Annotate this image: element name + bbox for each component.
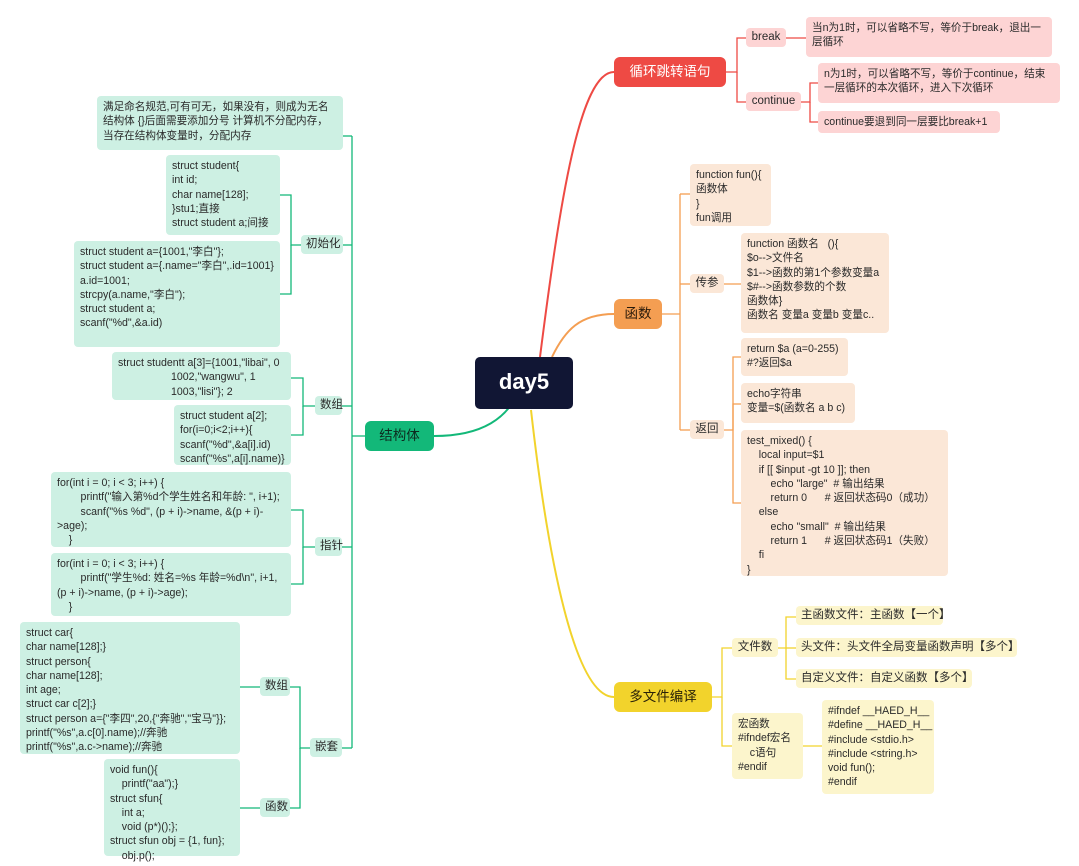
struct-nested-label[interactable]: 嵌套 (310, 738, 342, 757)
link-center-multi (530, 409, 615, 698)
loop-break-label[interactable]: break (746, 28, 786, 47)
link-center-func (551, 313, 615, 358)
func-definition-code[interactable]: function fun(){ 函数体 } fun调用 (690, 164, 771, 226)
nested-func-code[interactable]: void fun(){ printf("aa");} struct sfun{ … (104, 759, 240, 862)
central-topic[interactable]: day5 (475, 357, 573, 409)
loop-continue-note[interactable]: n为1时，可以省略不写，等价于continue，结束一层循环的本次循环，进入下次… (818, 63, 1060, 103)
multi-macro-code[interactable]: #ifndef __HAED_H__ #define __HAED_H__ #i… (822, 700, 934, 794)
link-center-loop (539, 71, 615, 358)
struct-pointer-output-code[interactable]: for(int i = 0; i < 3; i++) { printf("学生%… (51, 553, 291, 616)
nested-array-code[interactable]: struct car{ char name[128];} struct pers… (20, 622, 240, 754)
struct-pointer-input-code[interactable]: for(int i = 0; i < 3; i++) { printf("输入第… (51, 472, 291, 547)
struct-init-direct-code[interactable]: struct student{ int id; char name[128]; … (166, 155, 280, 235)
func-params-label[interactable]: 传参 (690, 274, 724, 293)
multi-header-file[interactable]: 头文件：头文件全局变量函数声明【多个】 (796, 638, 1020, 657)
func-return-echo-code[interactable]: echo字符串 变量=$(函数名 a b c) (741, 383, 855, 423)
branch-struct[interactable]: 结构体 (365, 421, 434, 451)
func-return-mixed-code[interactable]: test_mixed() { local input=$1 if [[ $inp… (741, 430, 948, 576)
func-return-label[interactable]: 返回 (690, 420, 724, 439)
struct-init-assign-code[interactable]: struct student a={1001,"李白"}; struct stu… (74, 241, 280, 347)
func-params-code[interactable]: function 函数名 (){ $o-->文件名 $1-->函数的第1个参数变… (741, 233, 889, 333)
func-return-status-code[interactable]: return $a (a=0-255) #?返回$a (741, 338, 848, 376)
loop-continue-label[interactable]: continue (746, 92, 801, 111)
struct-array-init-code[interactable]: struct studentt a[3]={1001,"libai", 0 10… (112, 352, 291, 400)
multi-files-label[interactable]: 文件数 (732, 638, 778, 657)
multi-macro-label[interactable]: 宏函数 #ifndef宏名 c语句 #endif (732, 713, 803, 779)
loop-continue-level-note[interactable]: continue要退到同一层要比break+1 (818, 111, 1000, 133)
branch-loop-jump[interactable]: 循环跳转语句 (614, 57, 726, 87)
multi-main-file[interactable]: 主函数文件：主函数【一个】 (796, 606, 951, 625)
multi-custom-file[interactable]: 自定义文件：自定义函数【多个】 (796, 669, 974, 688)
struct-array-loop-code[interactable]: struct student a[2]; for(i=0;i<2;i++){ s… (174, 405, 291, 465)
struct-pointer-label[interactable]: 指针 (315, 537, 343, 556)
struct-array-label[interactable]: 数组 (315, 396, 343, 415)
branch-function[interactable]: 函数 (614, 299, 662, 329)
nested-func-label[interactable]: 函数 (260, 798, 290, 817)
struct-init-label[interactable]: 初始化 (301, 235, 343, 254)
branch-multi-file[interactable]: 多文件编译 (614, 682, 712, 712)
loop-break-note[interactable]: 当n为1时，可以省略不写，等价于break，退出一层循环 (806, 17, 1052, 57)
struct-naming-note[interactable]: 满足命名规范,可有可无，如果没有，则成为无名结构体 {}后面需要添加分号 计算机… (97, 96, 343, 150)
nested-array-label[interactable]: 数组 (260, 677, 290, 696)
